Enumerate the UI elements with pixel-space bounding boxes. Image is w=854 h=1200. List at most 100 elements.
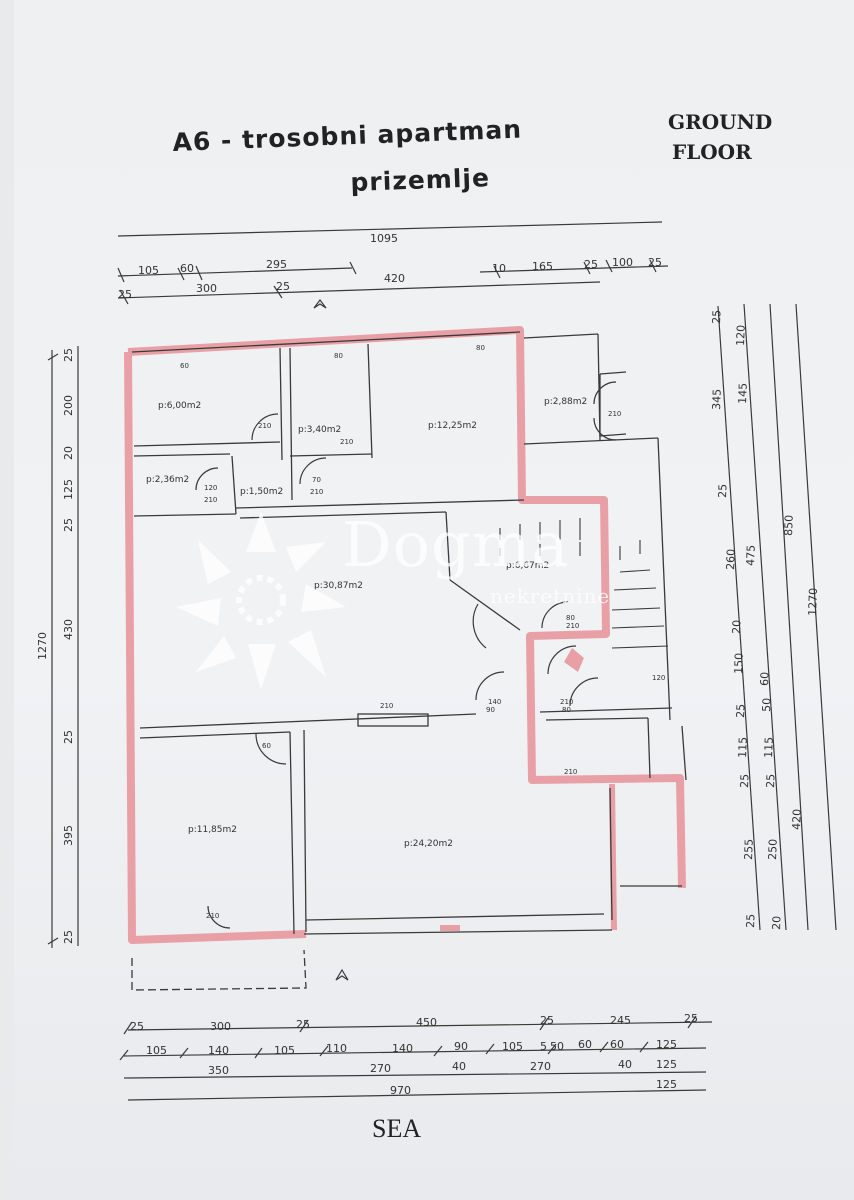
room-area-9: p:11,85m2: [188, 825, 237, 835]
dim-line-top-2: [117, 281, 601, 299]
dim-left-total: 1270: [36, 632, 49, 660]
dim-bottom-1e: 25: [540, 1014, 554, 1027]
svg-text:210: 210: [560, 698, 573, 706]
room-area-1: p:6,00m2: [158, 401, 201, 411]
dim-left-3: 20: [62, 446, 75, 460]
dim-right-total: 1270: [806, 588, 820, 616]
dim-bottom-2e: 140: [392, 1042, 413, 1055]
room-area-8: p:6,67m2: [506, 561, 549, 571]
dim-top-1h: 25: [648, 256, 662, 269]
dim-bottom-4a: 970: [390, 1084, 411, 1097]
dim-bottom-1a: 25: [130, 1020, 144, 1033]
entrance-arrow-icon: [564, 648, 584, 672]
svg-text:210: 210: [258, 422, 271, 430]
room-area-7: p:30,87m2: [314, 581, 363, 591]
dim-top-1c: 295: [266, 258, 287, 271]
dim-left-4: 125: [62, 479, 75, 500]
dim-right-c2-8: 20: [770, 916, 783, 930]
svg-text:210: 210: [608, 410, 621, 418]
dim-left-6: 430: [62, 619, 75, 640]
dim-line-bottom-2: [123, 1047, 707, 1057]
svg-text:80: 80: [476, 344, 485, 352]
svg-text:140: 140: [488, 698, 501, 706]
dim-top-1d: 10: [492, 262, 506, 275]
dim-right-c2-4: 50: [760, 698, 773, 712]
dim-bottom-3d: 270: [530, 1060, 551, 1073]
dim-line-bottom-4: [127, 1089, 707, 1101]
room-area-3: p:12,25m2: [428, 421, 477, 431]
svg-text:210: 210: [340, 438, 353, 446]
dim-left-5: 25: [62, 518, 75, 532]
svg-text:210: 210: [380, 702, 393, 710]
dim-bottom-2i: 50: [550, 1040, 564, 1053]
dim-line-top-1: [117, 267, 353, 277]
dim-bottom-3f: 125: [656, 1058, 677, 1071]
dim-top-2a: 25: [118, 288, 132, 301]
dogma-logo-icon: [176, 512, 346, 690]
dim-top-1e: 165: [532, 260, 553, 273]
dim-bottom-2k: 60: [610, 1038, 624, 1051]
room-area-6: p:1,50m2: [240, 487, 283, 497]
dim-right-c2-1: 345: [710, 389, 724, 410]
dim-line-right-1: [717, 305, 761, 931]
svg-text:80: 80: [334, 352, 343, 360]
svg-text:210: 210: [310, 488, 323, 496]
dim-right-4: 25: [716, 484, 729, 498]
dim-right-c3-2: 420: [790, 809, 804, 830]
dim-right-c2-3: 60: [758, 672, 771, 686]
door-labels: 60 210 80 210 70 210 80 210 120 210 210 …: [180, 344, 665, 920]
room-area-10: p:24,20m2: [404, 839, 453, 849]
dim-left-1: 25: [62, 348, 75, 362]
dim-line-bottom-1: [127, 1021, 713, 1031]
dim-right-c2-5: 115: [762, 737, 776, 758]
dim-top-2b: 300: [196, 282, 217, 295]
dim-bottom-3a: 350: [208, 1064, 229, 1077]
dim-right-c2-6: 25: [764, 774, 777, 788]
dim-line-right-4: [795, 303, 837, 931]
dim-bottom-2b: 140: [208, 1044, 229, 1057]
dim-bottom-1d: 450: [416, 1016, 437, 1029]
svg-text:90: 90: [486, 706, 495, 714]
dim-bottom-1c: 25: [296, 1018, 310, 1031]
dim-bottom-2g: 105: [502, 1040, 523, 1053]
dim-top-1f: 25: [584, 258, 598, 271]
dim-top-2c: 25: [276, 280, 290, 293]
dim-bottom-1f: 245: [610, 1014, 631, 1027]
dim-bottom-1b: 300: [210, 1020, 231, 1033]
room-area-5: p:2,36m2: [146, 475, 189, 485]
dim-right-3: 145: [736, 383, 750, 404]
dim-right-c2-7: 250: [766, 839, 780, 860]
dim-left-7: 25: [62, 730, 75, 744]
dim-right-5: 260: [724, 549, 738, 570]
dim-right-6: 20: [730, 620, 743, 634]
svg-text:80: 80: [566, 614, 575, 622]
section-marker-top: [313, 299, 327, 309]
dim-bottom-1g: 25: [684, 1012, 698, 1025]
dim-bottom-2c: 105: [274, 1044, 295, 1057]
svg-text:210: 210: [204, 496, 217, 504]
dim-top-1b: 60: [180, 262, 194, 275]
dim-bottom-2a: 105: [146, 1044, 167, 1057]
dim-right-8: 25: [734, 704, 747, 718]
dim-right-2: 120: [734, 325, 748, 346]
svg-text:120: 120: [204, 484, 217, 492]
dim-bottom-2l: 125: [656, 1038, 677, 1051]
dim-line-right-3: [769, 303, 809, 931]
dim-top-1a: 105: [138, 264, 159, 277]
dim-bottom-2j: 60: [578, 1038, 592, 1051]
floor-label: FLOOR: [672, 140, 752, 164]
dim-right-7: 150: [732, 653, 746, 674]
dim-bottom-3b: 270: [370, 1062, 391, 1075]
dim-bottom-4b: 125: [656, 1078, 677, 1091]
dim-bottom-3c: 40: [452, 1060, 466, 1073]
watermark-sub: nekretnine: [490, 584, 611, 608]
svg-text:210: 210: [564, 768, 577, 776]
watermark-brand: Dogma: [342, 508, 570, 581]
dim-top-1g: 100: [612, 256, 633, 269]
svg-text:120: 120: [652, 674, 665, 682]
dim-left-8: 395: [62, 825, 75, 846]
room-area-4: p:2,88m2: [544, 397, 587, 407]
dim-bottom-2h: 5: [540, 1040, 547, 1053]
sea-label: SEA: [372, 1114, 422, 1143]
